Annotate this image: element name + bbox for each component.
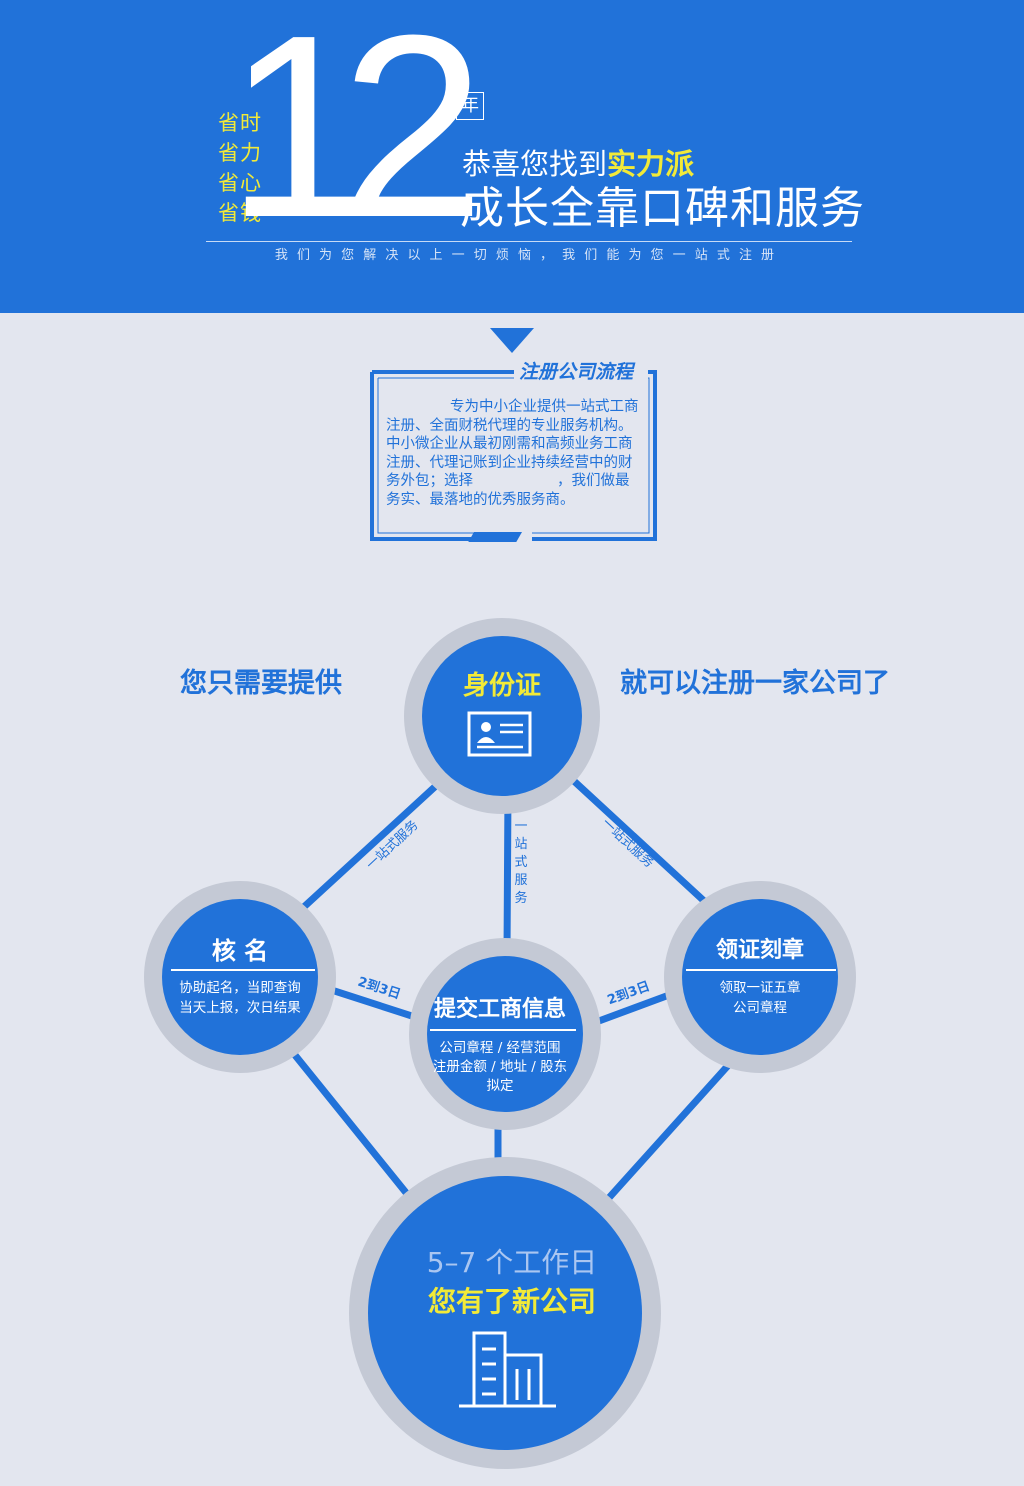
edge-label-one-stop-char: 一 <box>514 819 527 834</box>
intro-card-frame <box>370 370 657 542</box>
years-unit: 年 <box>456 92 484 120</box>
name-node-line: 协助起名，当即查询 <box>179 980 301 996</box>
down-arrow-icon <box>490 328 534 353</box>
tagline: 恭喜您找到实力派 <box>462 144 694 184</box>
final-node <box>368 1176 642 1450</box>
seal-node-line: 领取一证五章 <box>719 980 801 996</box>
process-diagram: 一站式服务 一站式服务 一 站 式 服 务 2到3日 2到3日 <box>144 618 856 1469</box>
side-word: 省钱 <box>218 201 262 225</box>
edge-label-one-stop-char: 式 <box>514 855 527 870</box>
side-word: 省心 <box>218 171 262 195</box>
connector-id-seal <box>558 766 720 916</box>
submit-node-divider <box>430 1029 576 1031</box>
name-node-divider <box>171 969 315 971</box>
seal-node-title: 领证刻章 <box>715 938 804 963</box>
side-words: 省时 省力 省心 省钱 <box>218 108 268 228</box>
id-card-icon <box>467 711 532 757</box>
connector-id-name <box>290 768 455 920</box>
years-number: 12 <box>226 0 485 272</box>
hero-divider <box>206 241 852 242</box>
submit-node-line: 公司章程 / 经营范围 <box>439 1040 561 1056</box>
final-node-days: 5–7 个工作日 <box>426 1246 598 1279</box>
hero-banner <box>0 0 1024 313</box>
connector-id-submit <box>503 786 512 956</box>
submit-node-title: 提交工商信息 <box>433 997 566 1022</box>
headline: 成长全靠口碑和服务 <box>460 183 865 234</box>
connector-lines <box>282 766 746 1214</box>
hero-subline: 我们为您解决以上一切烦恼，我们能为您一站式注册 <box>274 248 784 263</box>
name-node <box>162 899 318 1055</box>
intro-card-text: 专为中小企业提供一站式工商注册、全面财税代理的专业服务机构。中小微企业从最初刚需… <box>386 398 640 509</box>
connector-seal-final <box>594 1046 746 1214</box>
tagline-prefix: 恭喜您找到 <box>462 147 608 181</box>
edge-label-one-stop-char: 站 <box>514 837 527 852</box>
building-icon <box>459 1331 556 1408</box>
edge-label-one-stop-char: 务 <box>514 890 527 906</box>
submit-node-line: 拟定 <box>486 1078 514 1094</box>
card-tab-shape <box>468 532 522 542</box>
lead-text-left: 您只需要提供 <box>180 668 342 699</box>
submit-node <box>427 956 583 1112</box>
side-word: 省力 <box>218 141 262 165</box>
id-node <box>422 636 582 796</box>
edge-label-one-stop-right: 一站式服务 <box>598 815 656 871</box>
intro-text-part: 专为中小企业提供一站式工商注册、全面财税代理的专业服务机构。中小微企业从最初刚需… <box>386 399 639 489</box>
edge-label-one-stop-char: 服 <box>514 873 527 888</box>
seal-node-line: 公司章程 <box>733 1000 787 1016</box>
lead-text-right: 就可以注册一家公司了 <box>620 668 890 699</box>
seal-node <box>682 899 838 1055</box>
connector-name-final <box>282 1040 424 1214</box>
submit-node-line: 注册金额 / 地址 / 股东 <box>432 1059 568 1075</box>
name-node-line: 当天上报，次日结果 <box>179 1000 301 1016</box>
tagline-highlight: 实力派 <box>607 147 695 181</box>
intro-text-part: ，我们做最务实、最落地的优秀服务商。 <box>386 473 630 508</box>
intro-card-title: 注册公司流程 <box>514 358 639 386</box>
id-node-title: 身份证 <box>462 671 541 701</box>
name-node-title: 核 名 <box>211 937 269 965</box>
side-word: 省时 <box>218 111 262 135</box>
final-node-result: 您有了新公司 <box>427 1285 596 1318</box>
seal-node-divider <box>686 969 836 971</box>
